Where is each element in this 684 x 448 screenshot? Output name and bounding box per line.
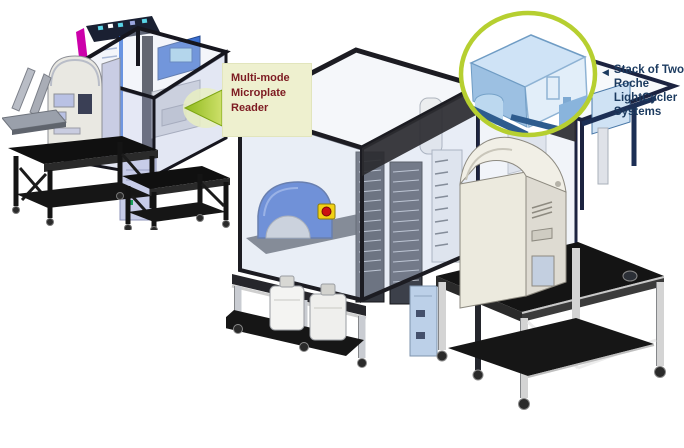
stack-label-line: LightCycler	[613, 92, 678, 104]
status-header-band	[86, 16, 160, 42]
caster-wheels	[233, 324, 367, 368]
lightcycler-stack-label: ◀ Stack of Two Roche LightCycler Systems	[602, 63, 684, 119]
microplate-reader-callout: Multi-mode Microplate Reader	[222, 63, 312, 137]
stack-label-text: Stack of Two Roche LightCycler Systems	[614, 63, 684, 119]
lightcycler-instrument	[459, 136, 567, 309]
microplate-reader-dome	[246, 181, 378, 254]
callout-line: Microplate	[231, 87, 287, 99]
callout-line: Multi-mode	[231, 72, 290, 84]
side-shelf-assembly	[2, 67, 67, 135]
caster-wheels	[436, 350, 666, 410]
lightcycler-stack-area	[581, 81, 657, 185]
stack-label-line: Stack of Two	[613, 64, 684, 76]
highlight-circle	[458, 10, 598, 138]
stack-label-line: Roche	[613, 78, 650, 90]
control-panel-box	[409, 285, 438, 357]
emergency-stop-button	[317, 203, 336, 220]
arched-instrument	[47, 55, 121, 161]
callout-line: Reader	[231, 102, 269, 114]
small-workstation-figure	[2, 16, 231, 230]
main-workstation-figure	[226, 45, 681, 410]
gray-reader-box	[151, 79, 201, 139]
stack-label-line: Systems	[613, 106, 662, 118]
left-pointer-icon: ◀	[602, 67, 609, 77]
right-bench	[122, 166, 230, 230]
reagent-bottles	[269, 275, 347, 341]
